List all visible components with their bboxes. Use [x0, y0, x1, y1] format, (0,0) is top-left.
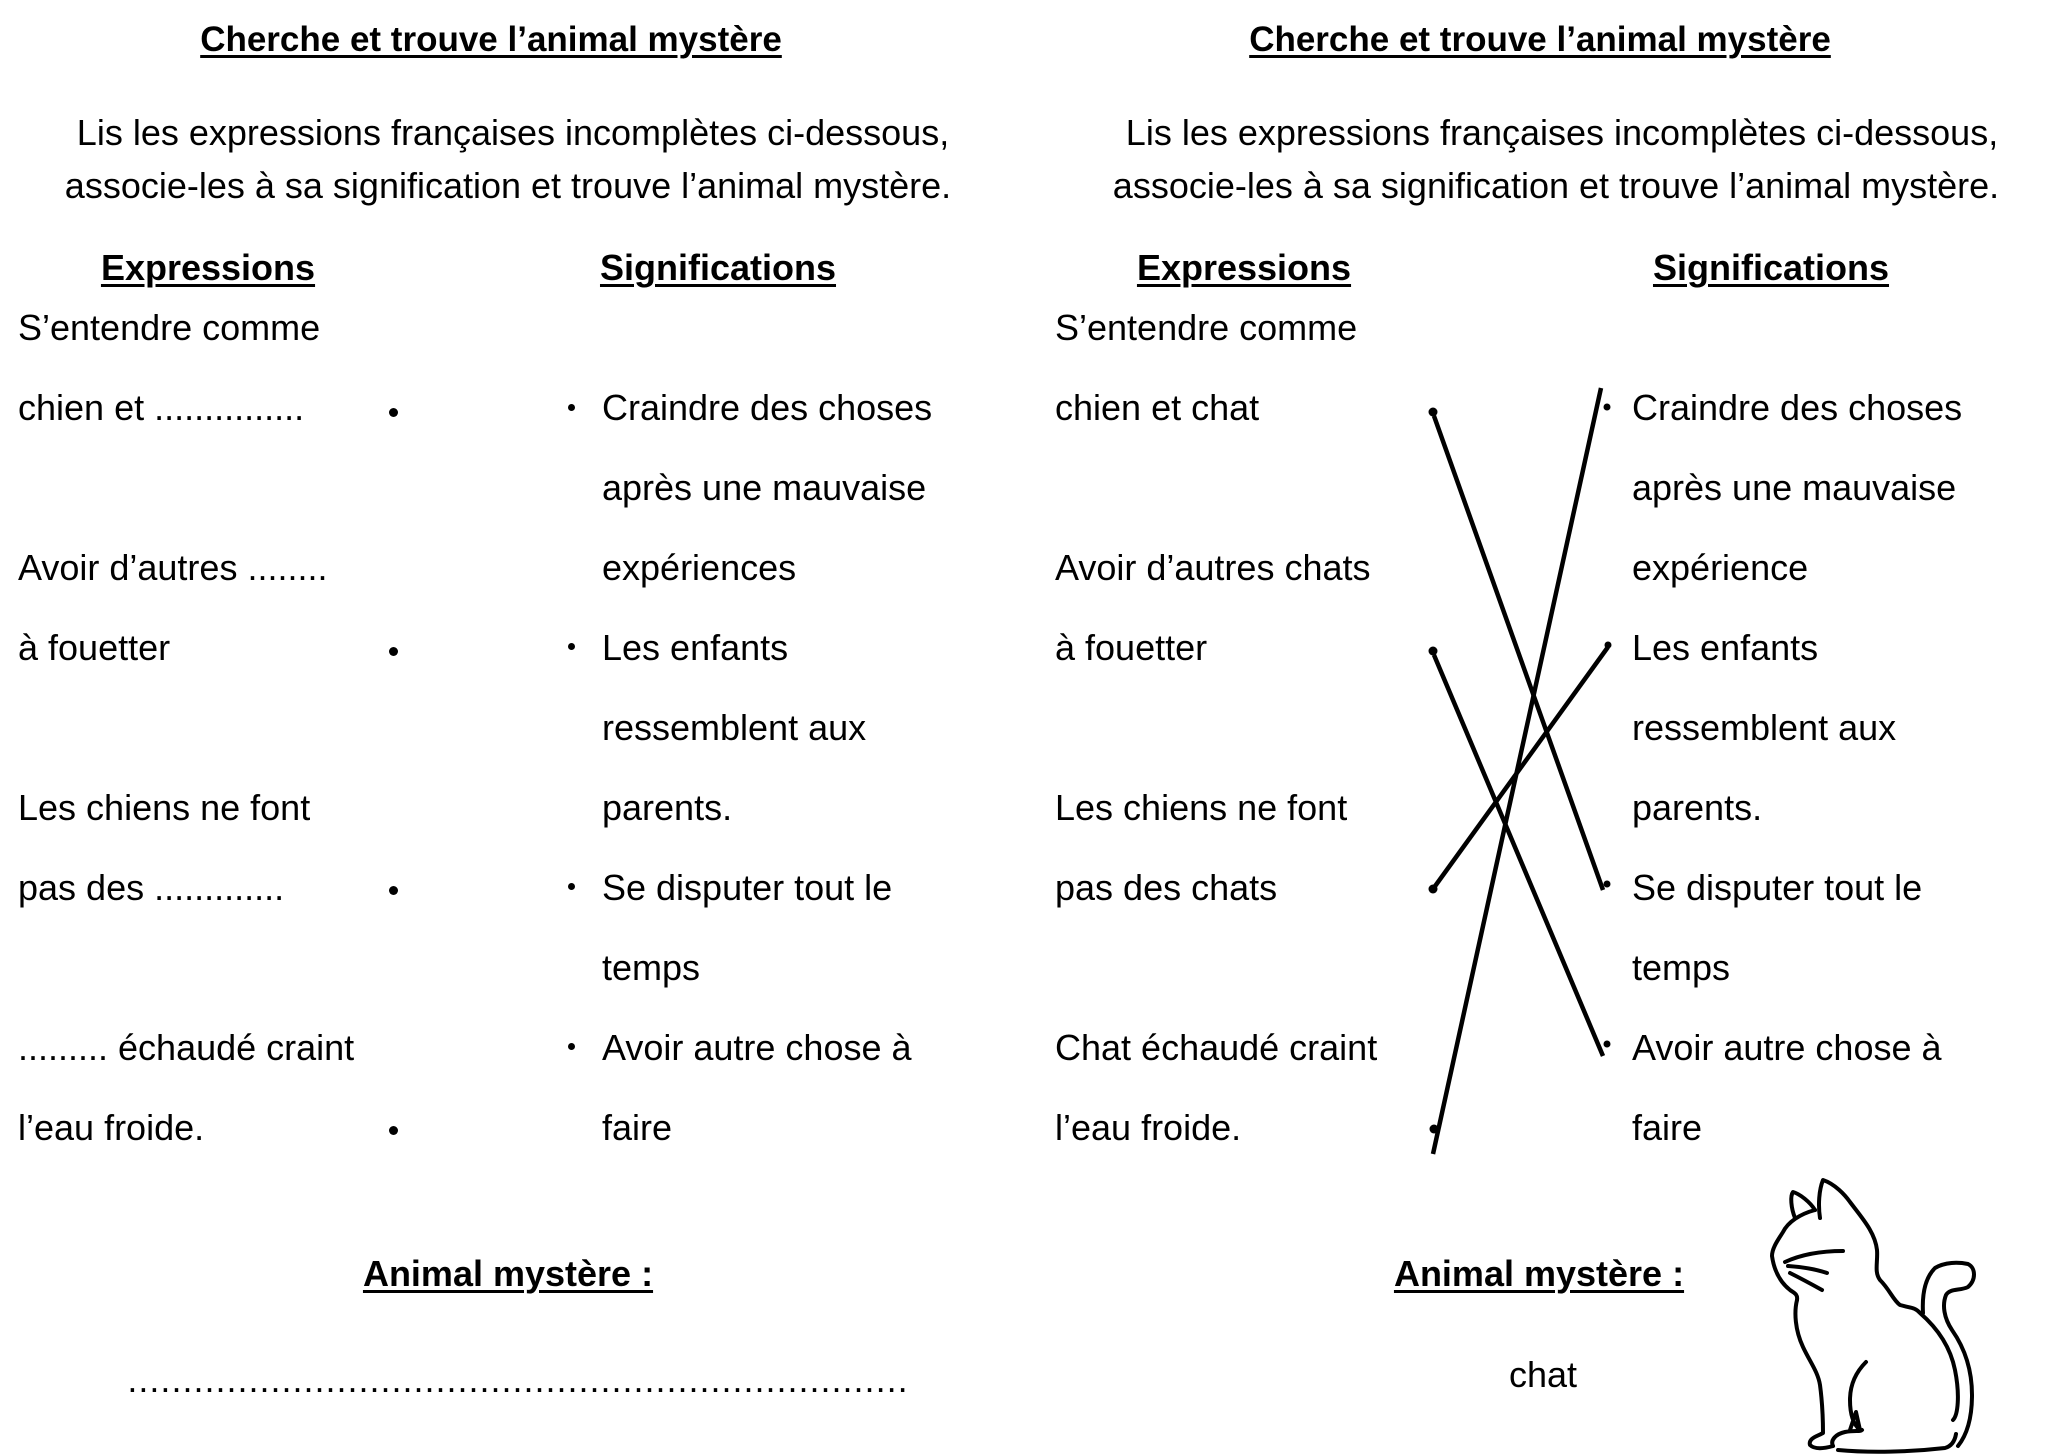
instructions-line-1: Lis les expressions françaises incomplèt…	[1125, 112, 1999, 153]
expression-connector-dot[interactable]	[1428, 646, 1438, 656]
worksheet-title: Cherche et trouve l’animal mystère	[1249, 20, 1831, 59]
expression-connector-dot[interactable]	[1429, 1124, 1439, 1134]
signification-connector-dot[interactable]	[1603, 403, 1611, 411]
match-line-1	[1431, 415, 1606, 891]
instructions-line-2: associe-les à sa signification et trouve…	[1112, 165, 2000, 206]
signification-line: après une mauvaise	[1632, 467, 1957, 508]
signification-line: parents.	[602, 787, 733, 828]
expression-line: chien et chat	[1055, 387, 1260, 428]
signification-line: Se disputer tout le	[602, 867, 893, 908]
expression-line: S’entendre comme	[18, 307, 321, 348]
expression-line: Chat échaudé craint	[1055, 1027, 1378, 1068]
worksheet-blank: Cherche et trouve l’animal mystère Lis l…	[18, 20, 952, 1400]
expression-line: chien et ...............	[18, 387, 305, 428]
expression-line: à fouetter	[18, 627, 171, 668]
expression-connector-dot[interactable]	[1428, 884, 1438, 894]
expression-line: pas des .............	[18, 867, 285, 908]
signification-connector-dot[interactable]	[567, 882, 575, 890]
signification-connector-dot[interactable]	[1603, 1040, 1611, 1048]
mystery-animal-answer: chat	[1508, 1354, 1578, 1395]
expression-line: l’eau froide.	[18, 1107, 205, 1148]
signification-line: expériences	[602, 547, 797, 588]
expression-line: Les chiens ne font	[1055, 787, 1348, 828]
significations-header: Significations	[599, 247, 837, 288]
expression-line: à fouetter	[1055, 627, 1208, 668]
expression-line: Avoir d’autres chats	[1055, 547, 1371, 588]
signification-connector-dot[interactable]	[1603, 880, 1611, 888]
expression-connector-dot[interactable]	[388, 885, 398, 895]
instructions-line-1: Lis les expressions françaises incomplèt…	[76, 112, 950, 153]
worksheet-title: Cherche et trouve l’animal mystère	[200, 20, 782, 59]
mystery-animal-label: Animal mystère :	[362, 1253, 654, 1294]
expression-connector-dot[interactable]	[388, 1125, 398, 1135]
expression-connector-dot[interactable]	[388, 646, 398, 656]
expression-line: Les chiens ne font	[18, 787, 311, 828]
expression-line: l’eau froide.	[1055, 1107, 1242, 1148]
signification-line: ressemblent aux	[602, 707, 867, 748]
signification-line: Craindre des choses	[602, 387, 933, 428]
signification-line: parents.	[1632, 787, 1763, 828]
expression-connector-dot[interactable]	[1428, 407, 1438, 417]
signification-line: faire	[1632, 1107, 1703, 1148]
signification-connector-dot[interactable]	[1604, 641, 1612, 649]
signification-connector-dot[interactable]	[567, 403, 575, 411]
expression-line: Avoir d’autres ........	[18, 547, 328, 588]
signification-line: Se disputer tout le	[1632, 867, 1923, 908]
signification-connector-dot[interactable]	[567, 642, 575, 650]
expressions-header: Expressions	[100, 247, 316, 288]
expression-line: S’entendre comme	[1055, 307, 1358, 348]
signification-line: faire	[602, 1107, 673, 1148]
match-line-3	[1431, 645, 1610, 891]
mystery-animal-label: Animal mystère :	[1393, 1253, 1685, 1294]
signification-line: expérience	[1632, 547, 1809, 588]
signification-line: temps	[1632, 947, 1731, 988]
signification-line: temps	[602, 947, 701, 988]
match-line-2	[1431, 654, 1606, 1057]
match-line-4	[1430, 387, 1604, 1155]
signification-line: Avoir autre chose à	[1632, 1027, 1942, 1068]
expression-line: pas des chats	[1055, 867, 1278, 908]
significations-header: Significations	[1652, 247, 1890, 288]
expressions-header: Expressions	[1136, 247, 1352, 288]
signification-line: Avoir autre chose à	[602, 1027, 912, 1068]
signification-line: Craindre des choses	[1632, 387, 1963, 428]
signification-line: Les enfants	[602, 627, 789, 668]
mystery-animal-answer-field[interactable]: ........................................…	[127, 1359, 909, 1400]
expression-connector-dot[interactable]	[388, 407, 398, 417]
expression-line: ......... échaudé craint	[18, 1027, 355, 1068]
signification-line: Les enfants	[1632, 627, 1819, 668]
signification-connector-dot[interactable]	[567, 1042, 575, 1050]
signification-line: ressemblent aux	[1632, 707, 1897, 748]
instructions-line-2: associe-les à sa signification et trouve…	[64, 165, 952, 206]
signification-line: après une mauvaise	[602, 467, 927, 508]
